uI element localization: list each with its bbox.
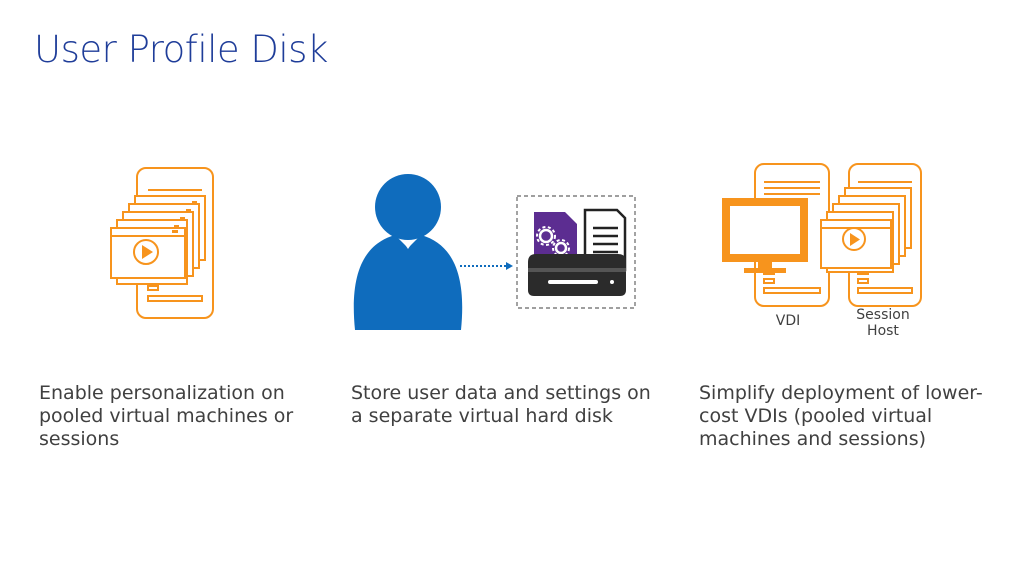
caption-simplify-deployment: Simplify deployment of lower-cost VDIs (… <box>699 382 983 450</box>
caption-personalization: Enable personalization on pooled virtual… <box>39 382 294 450</box>
vdi-session-host-illustration <box>722 163 922 307</box>
virtual-disk-frame <box>516 195 636 309</box>
personalization-illustration <box>110 167 214 319</box>
user-to-disk-illustration <box>353 174 636 330</box>
session-host-label: Session Host <box>856 307 910 339</box>
vdi-label: VDI <box>775 313 801 329</box>
play-icon <box>133 239 159 265</box>
monitor-icon <box>722 198 808 273</box>
caption-store-user-data: Store user data and settings on a separa… <box>351 382 651 427</box>
slide-title: User Profile Disk <box>34 28 328 71</box>
disk-drive-icon <box>528 254 626 296</box>
play-icon <box>842 227 866 251</box>
user-icon <box>353 174 463 330</box>
